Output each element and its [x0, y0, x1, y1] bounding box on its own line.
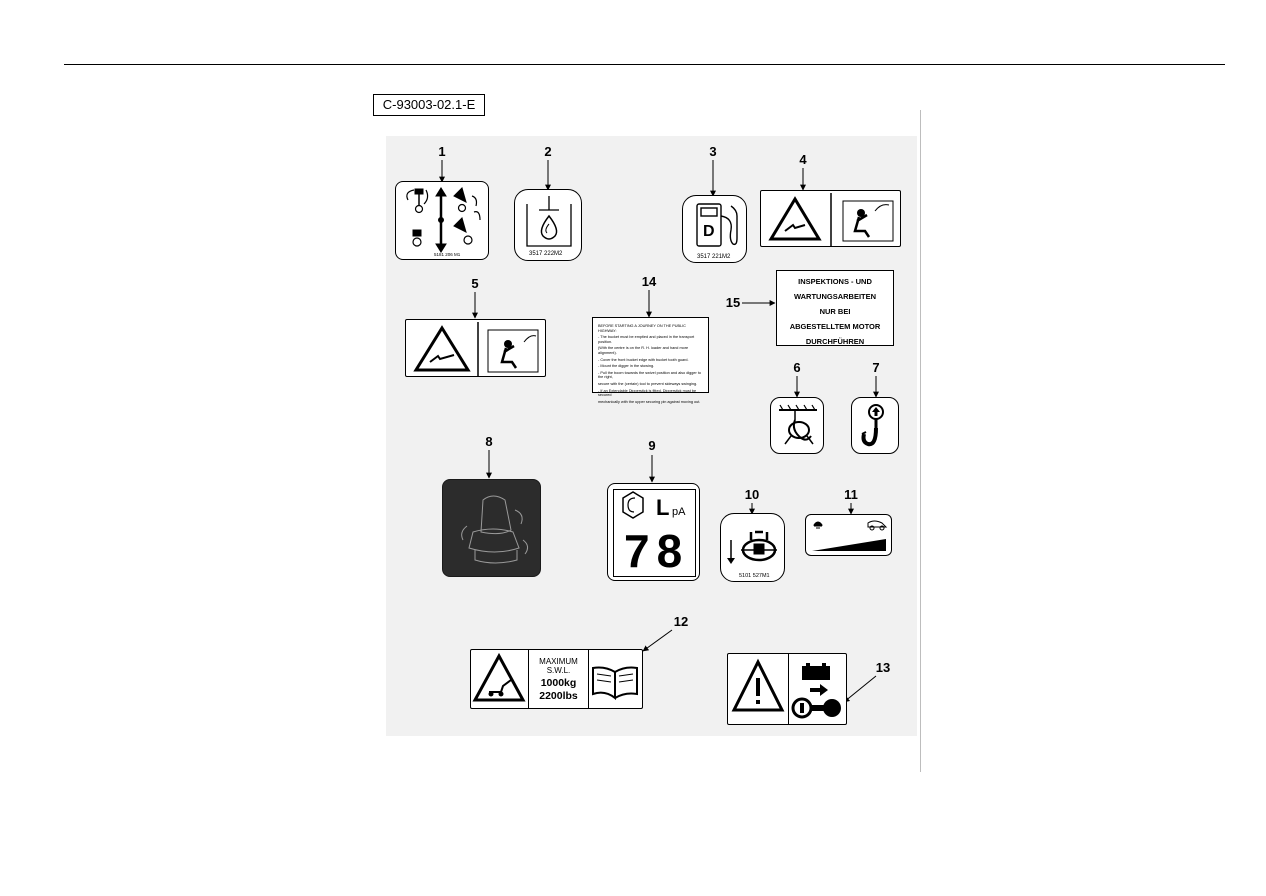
controls-pictogram: [406, 187, 481, 253]
callout-8: 8: [485, 434, 493, 449]
decal-11-speed: [805, 514, 892, 556]
decal-5-warning: [405, 319, 546, 377]
decal-6-lifting: [770, 397, 824, 454]
instruction-line: - If an Extendable Dipperstick is fitted…: [598, 388, 697, 398]
instruction-line: BEFORE STARTING A JOURNEY ON THE PUBLIC …: [598, 324, 686, 333]
seat-icon: [461, 495, 529, 564]
decal-13-battery-key: [727, 653, 847, 725]
noise-L: L: [656, 495, 670, 520]
column-divider: [920, 110, 921, 772]
instruction-line: - Cover the front bucket edge with bucke…: [598, 357, 689, 362]
callout-10: 10: [744, 487, 760, 502]
sling-icon: [779, 404, 817, 445]
callout-14: 14: [641, 274, 657, 289]
decal-8-seat: [442, 479, 541, 577]
inspection-line: INSPEKTIONS - UND: [798, 277, 872, 286]
callout-5: 5: [471, 276, 479, 291]
instruction-line: (With the centre is on the R. H. loader …: [598, 346, 689, 355]
max-lbs: 2200lbs: [539, 690, 578, 702]
divider: [588, 650, 589, 708]
battery-key-icon: [731, 658, 841, 719]
callout-11: 11: [844, 487, 858, 502]
fuel-pump-icon: [696, 203, 738, 247]
callout-15: 15: [725, 295, 741, 310]
decal-12-max-load: MAXIMUM S.W.L. 1000kg 2200lbs: [470, 649, 643, 709]
instruction-line: secure with the (certain) tool to preven…: [598, 381, 698, 386]
figure-code: C-93003-02.1-E: [373, 94, 485, 116]
decal-4-warning: [760, 190, 901, 247]
inspection-line: NUR BEI: [819, 307, 851, 316]
warning-triangle-icon: [413, 322, 539, 376]
warning-triangle-icon: [768, 193, 894, 246]
decal-2-code: 3517 222M2: [529, 251, 563, 257]
inspection-line: DURCHFÜHREN: [805, 337, 865, 346]
inspection-line: ABGESTELLTEM MOTOR: [789, 322, 881, 331]
instruction-line: - The bucket must be emptied and placed …: [598, 335, 695, 344]
speed-ramp-icon: [812, 520, 888, 551]
decal-9-noise: L pA 78: [607, 483, 700, 581]
load-warning-icon: [472, 652, 638, 702]
inspection-line: WARTUNGSARBEITEN: [793, 292, 877, 301]
callout-12: 12: [673, 614, 689, 629]
noise-inner-frame: [613, 489, 696, 577]
divider: [528, 650, 529, 708]
noise-pA: pA: [672, 506, 686, 518]
decal-14-instructions: BEFORE STARTING A JOURNEY ON THE PUBLIC …: [592, 317, 709, 404]
decal-3-diesel: D 3517 221M2: [682, 195, 747, 263]
decal-3-code: 3517 221M2: [697, 254, 731, 260]
max-label: MAXIMUM: [539, 657, 578, 666]
decal-3-letter: D: [703, 223, 715, 240]
decal-1-code: 5181 206 M1: [434, 252, 461, 257]
callout-2: 2: [544, 144, 552, 159]
instruction-line: mechanically with the upper securing pin…: [598, 399, 701, 404]
callout-9: 9: [648, 438, 656, 453]
oil-drop-icon: [526, 196, 572, 247]
noise-value: 78: [624, 525, 690, 577]
decal-10-code: 5101 527M1: [739, 573, 770, 579]
decal-1-controls: 5181 206 M1: [395, 181, 489, 260]
callout-7: 7: [872, 360, 880, 375]
decal-15-inspection: INSPEKTIONS - UND WARTUNGSARBEITEN NUR B…: [776, 270, 894, 346]
decal-2-hydraulic-oil: 3517 222M2: [514, 189, 582, 261]
hook-icon: [861, 404, 884, 447]
divider: [788, 654, 789, 724]
instruction-line: - Pull the boom towards the swivel posit…: [598, 370, 701, 380]
header-rule: [64, 64, 1225, 65]
callout-13: 13: [875, 660, 891, 675]
callout-3: 3: [709, 144, 717, 159]
callout-1: 1: [438, 144, 446, 159]
ear-hexagon-icon: [622, 491, 644, 519]
swl-label: S.W.L.: [546, 666, 571, 675]
decal-7-hook: [851, 397, 899, 454]
decal-10-lock: 5101 527M1: [720, 513, 785, 582]
instruction-line: - Mount the digger in the stowing.: [598, 364, 655, 369]
callout-6: 6: [793, 360, 801, 375]
callout-4: 4: [799, 152, 807, 167]
max-kg: 1000kg: [540, 677, 577, 689]
padlock-icon: [727, 530, 777, 564]
